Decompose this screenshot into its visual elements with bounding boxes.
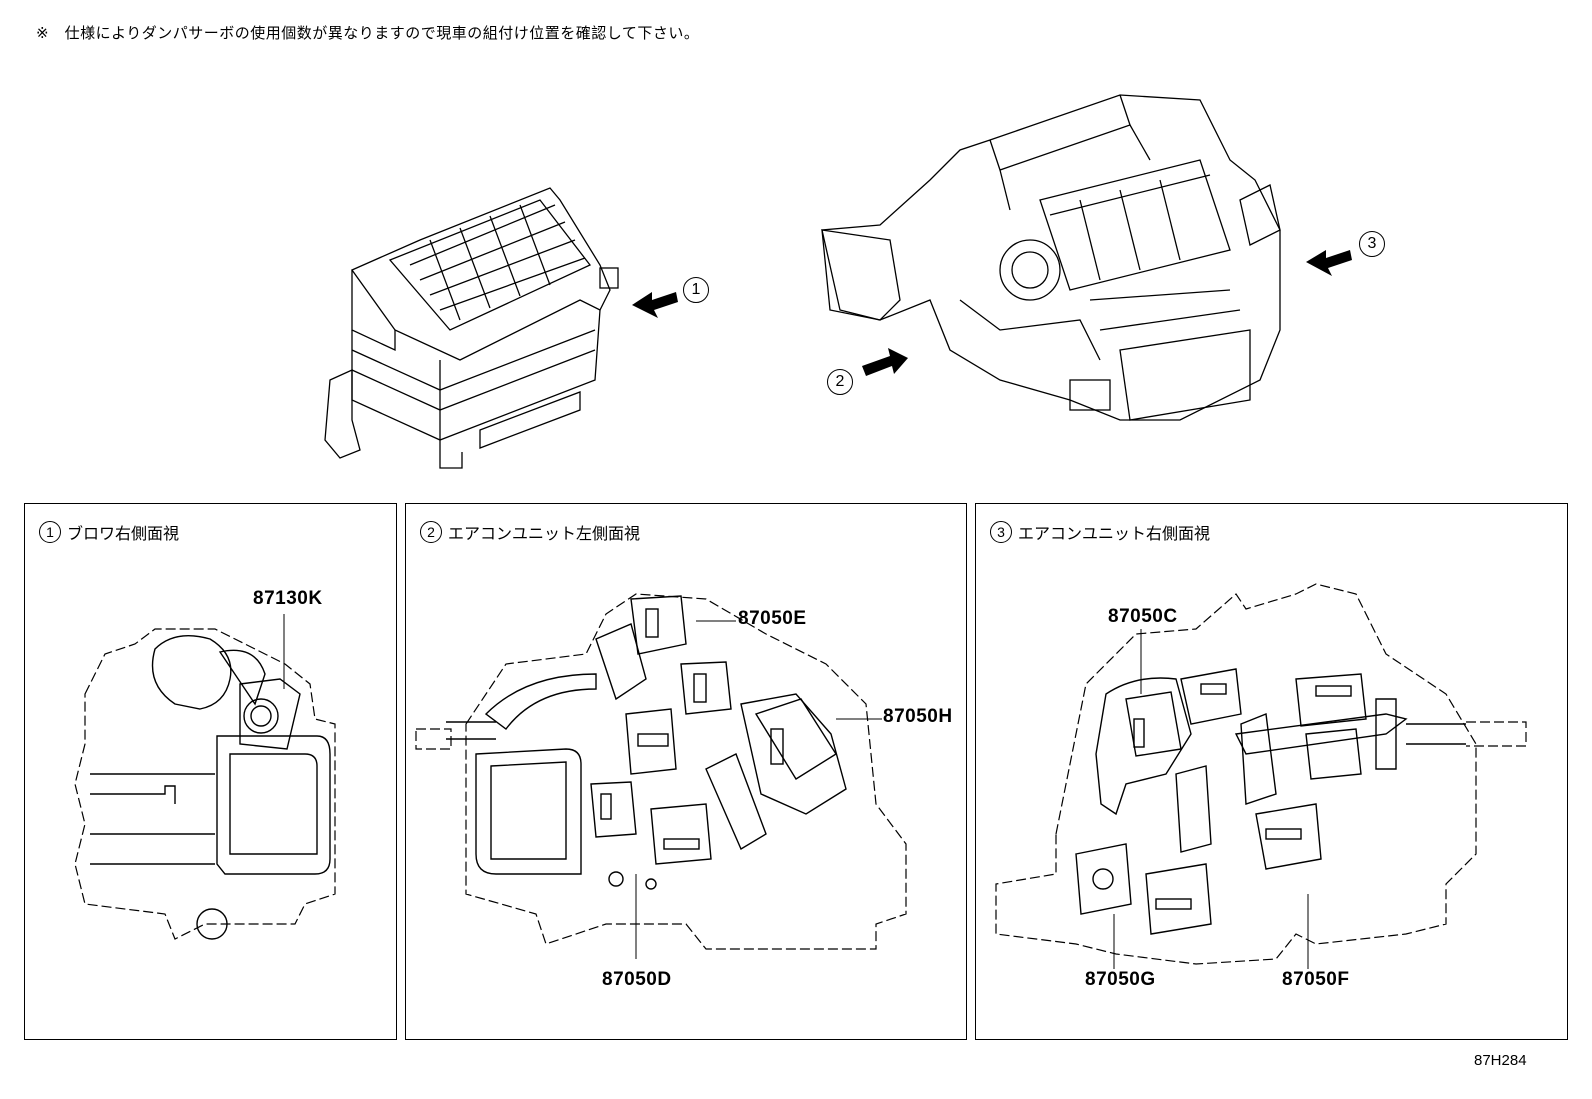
view-arrows [632,250,1352,376]
panel-ac-unit-right-view: 3 エアコンユニット右側面視 87050C 87050G 87050F [975,503,1568,1040]
ac-unit-right-view-drawing [995,583,1527,969]
panel-title: 1 ブロワ右側面視 [39,520,179,544]
panel-title-text: ブロワ右側面視 [67,524,180,543]
panel-number: 3 [990,521,1012,543]
part-label-87050D: 87050D [602,969,672,990]
view-marker-number: 3 [1359,231,1385,257]
assembly-note: ※ 仕様によりダンパサーボの使用個数が異なりますので現車の組付け位置を確認して下… [36,24,700,42]
view-marker-number: 1 [683,277,709,303]
panel-title: 3 エアコンユニット右側面視 [990,520,1210,544]
part-label-87130K: 87130K [253,588,323,609]
panel-title: 2 エアコンユニット左側面視 [420,520,640,544]
part-label-87050E: 87050E [738,608,807,629]
overview-illustration [324,94,1352,469]
part-label-87050G: 87050G [1085,969,1156,990]
ac-unit-drawing [821,94,1281,421]
panel-title-text: エアコンユニット右側面視 [1018,524,1211,543]
view-marker-1: 1 [683,277,709,303]
blower-unit-drawing [324,187,619,469]
drawing-id: 87H284 [1474,1052,1527,1069]
panel-ac-unit-left-view: 2 エアコンユニット左側面視 87050E 87050H 87050D [405,503,967,1040]
part-label-87050H: 87050H [883,706,953,727]
view-marker-3: 3 [1359,231,1385,257]
panel-title-text: エアコンユニット左側面視 [448,524,641,543]
part-label-87050F: 87050F [1282,969,1350,990]
panel-blower-right-view: 1 ブロワ右側面視 87130K [24,503,397,1040]
blower-right-view-drawing [74,614,336,940]
view-marker-number: 2 [827,369,853,395]
part-label-87050C: 87050C [1108,606,1178,627]
panel-number: 2 [420,521,442,543]
ac-unit-left-view-drawing [415,593,907,959]
panel-number: 1 [39,521,61,543]
view-marker-2: 2 [827,369,853,395]
